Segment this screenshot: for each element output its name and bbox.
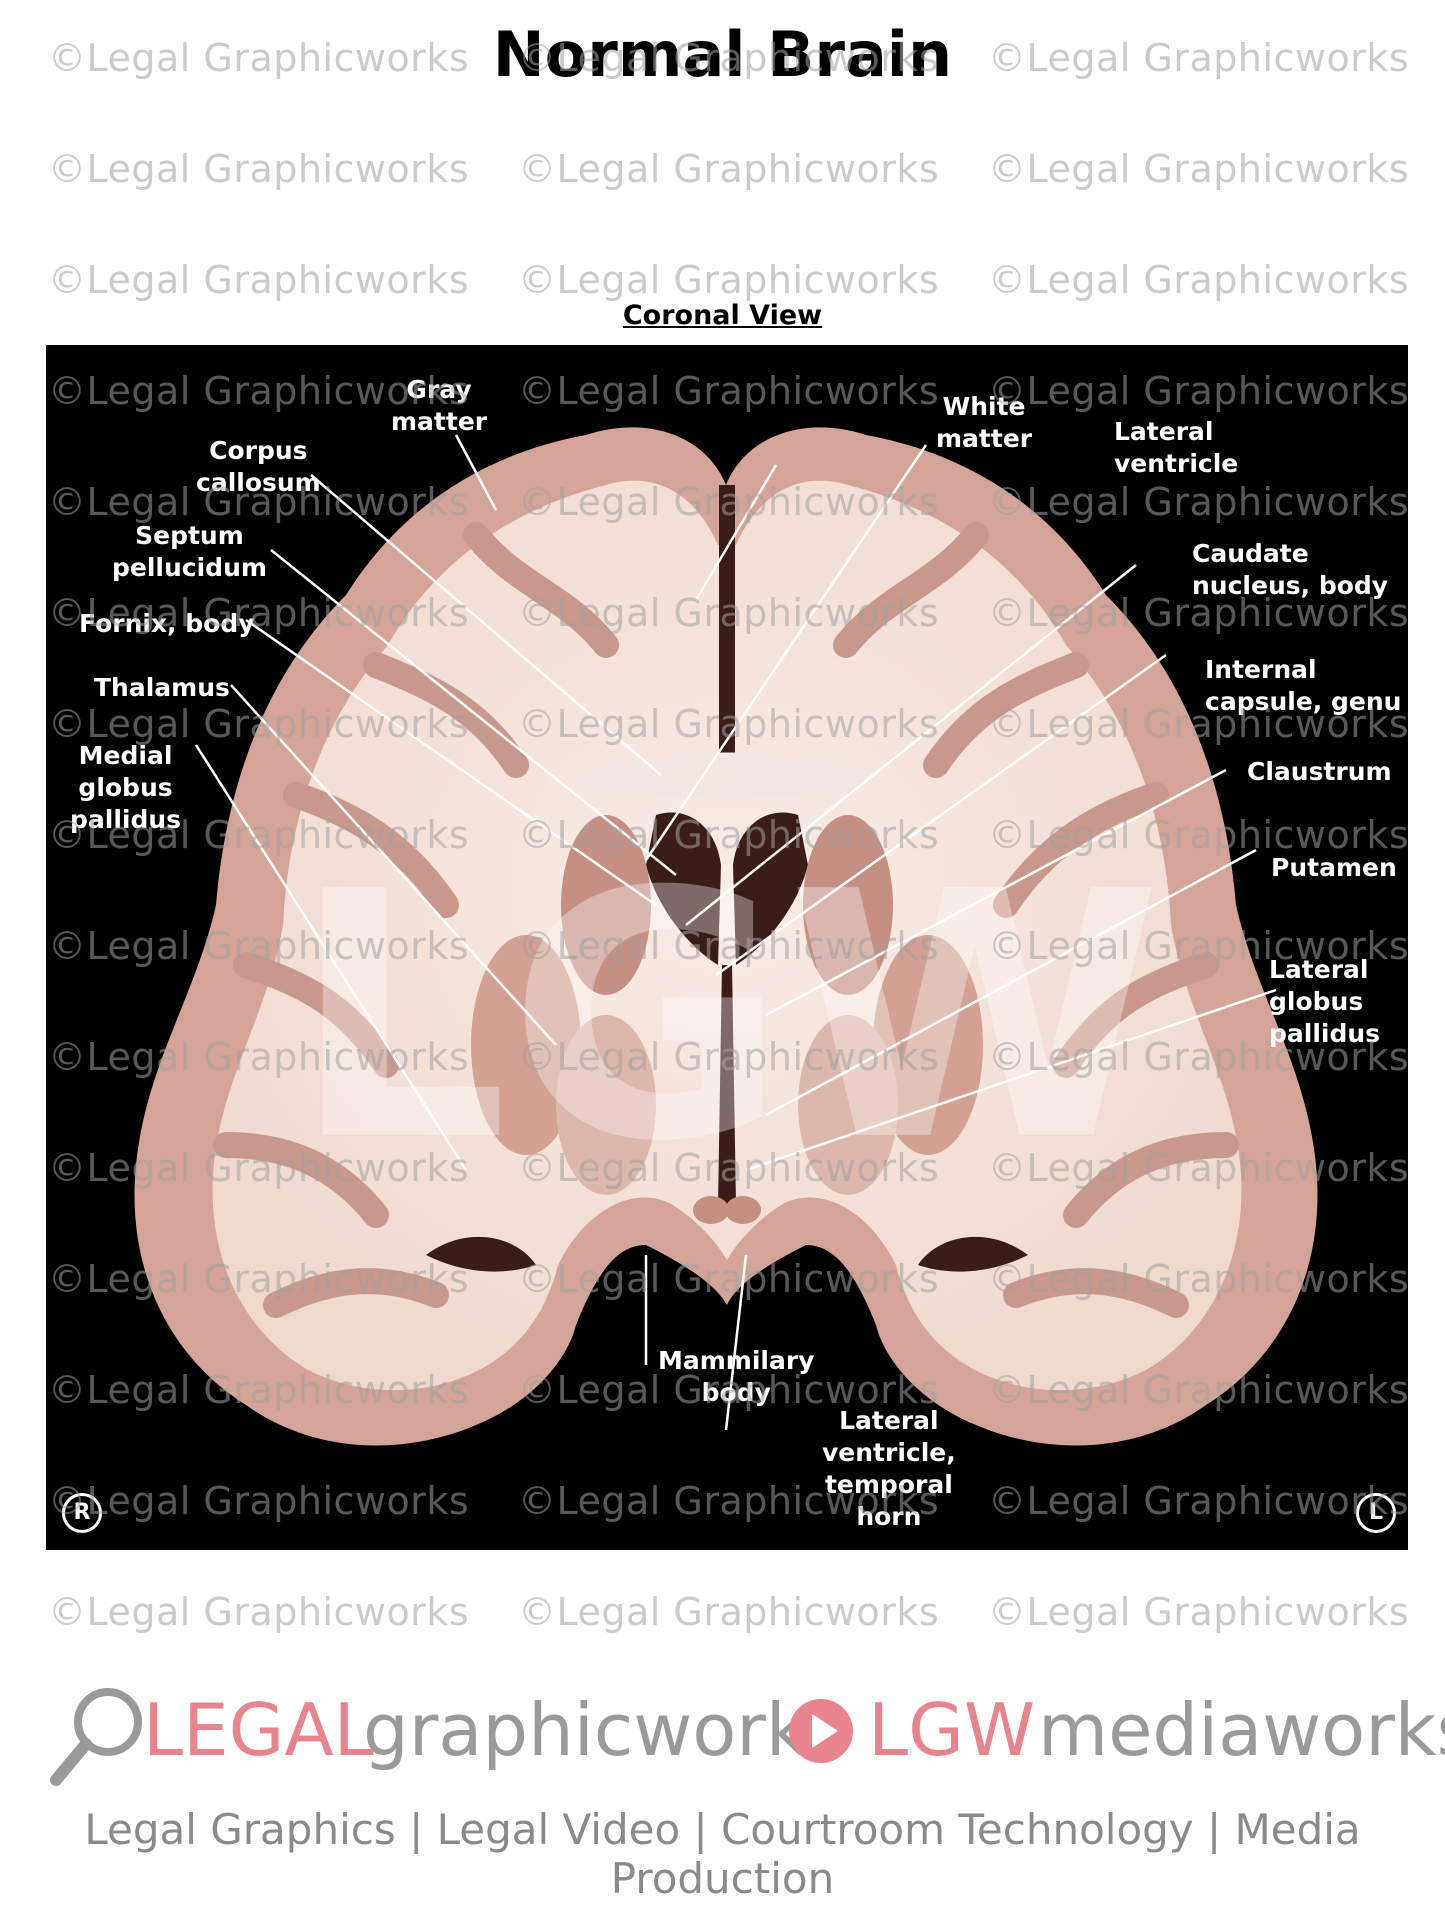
watermark-text: ©Legal Graphicworks	[518, 147, 940, 191]
label-internal-capsule-genu: Internal capsule, genu	[1205, 655, 1402, 716]
watermark-text: ©Legal Graphicworks	[48, 147, 470, 191]
leader-lines	[194, 434, 1277, 1431]
page-title: Normal Brain	[492, 18, 953, 91]
watermark-text: ©Legal Graphicworks	[518, 1590, 940, 1634]
third-ventricle-shape	[718, 965, 736, 1205]
footer-brand-row: LEGAL graphicworks LGW mediaworks	[48, 1680, 1445, 1790]
label-lateral-ventricle-temporal-horn: Lateral ventricle, temporal horn	[822, 1406, 956, 1531]
mammillary-body-shape-2	[725, 1196, 761, 1224]
label-medial-globus-pallidus: Medial globus pallidus	[70, 741, 182, 834]
label-lateral-globus-pallidus: Lateral globus pallidus	[1269, 955, 1381, 1048]
label-thalamus: Thalamus	[94, 673, 230, 702]
footer-tagline: Legal Graphics | Legal Video | Courtroom…	[84, 1805, 1361, 1903]
label-lateral-ventricle: Lateral ventricle	[1114, 417, 1239, 478]
watermark-text: ©Legal Graphicworks	[518, 258, 940, 302]
watermark-text: ©Legal Graphicworks	[48, 1590, 470, 1634]
temporal-horn-shape	[426, 1236, 1028, 1272]
lgw-logo-watermark: LGW	[292, 820, 1163, 1216]
brand-graphicworks: graphicworks	[363, 1688, 846, 1772]
watermark-text: ©Legal Graphicworks	[988, 147, 1410, 191]
watermark-text: ©Legal Graphicworks	[988, 258, 1410, 302]
brain-illustration-panel: LGW Gray matter Corpus callosum Septum p…	[46, 345, 1408, 1550]
brain-coronal-svg: LGW	[134, 427, 1318, 1446]
play-icon	[789, 1699, 853, 1763]
label-septum-pellucidum: Septum pellucidum	[112, 521, 267, 582]
label-gray-matter: Gray matter	[391, 375, 488, 436]
brand-mediaworks: mediaworks	[1038, 1688, 1445, 1772]
mammillary-body-shape	[693, 1196, 729, 1224]
basal-ganglia-shapes	[471, 815, 983, 1195]
label-white-matter: White matter	[936, 392, 1033, 453]
watermark-text: ©Legal Graphicworks	[48, 258, 470, 302]
lateral-ventricles-shape	[646, 812, 808, 965]
label-fornix-body: Fornix, body	[79, 609, 255, 638]
orientation-right-marker: R	[62, 1493, 102, 1533]
watermark-text: ©Legal Graphicworks	[988, 1590, 1410, 1634]
magnifier-icon	[50, 1688, 142, 1786]
view-subtitle: Coronal View	[622, 300, 823, 331]
label-mammilary-body: Mammilary body	[658, 1346, 815, 1407]
label-caudate-nucleus-body: Caudate nucleus, body	[1192, 539, 1389, 600]
orientation-left-marker: L	[1356, 1493, 1396, 1533]
label-corpus-callosum: Corpus callosum	[196, 436, 321, 497]
brand-legal: LEGAL	[143, 1688, 374, 1772]
cortical-sulci	[213, 522, 1239, 1318]
brand-lgw: LGW	[868, 1688, 1036, 1772]
corpus-callosum-shape	[566, 752, 886, 800]
label-putamen: Putamen	[1271, 853, 1397, 882]
label-claustrum: Claustrum	[1247, 757, 1392, 786]
